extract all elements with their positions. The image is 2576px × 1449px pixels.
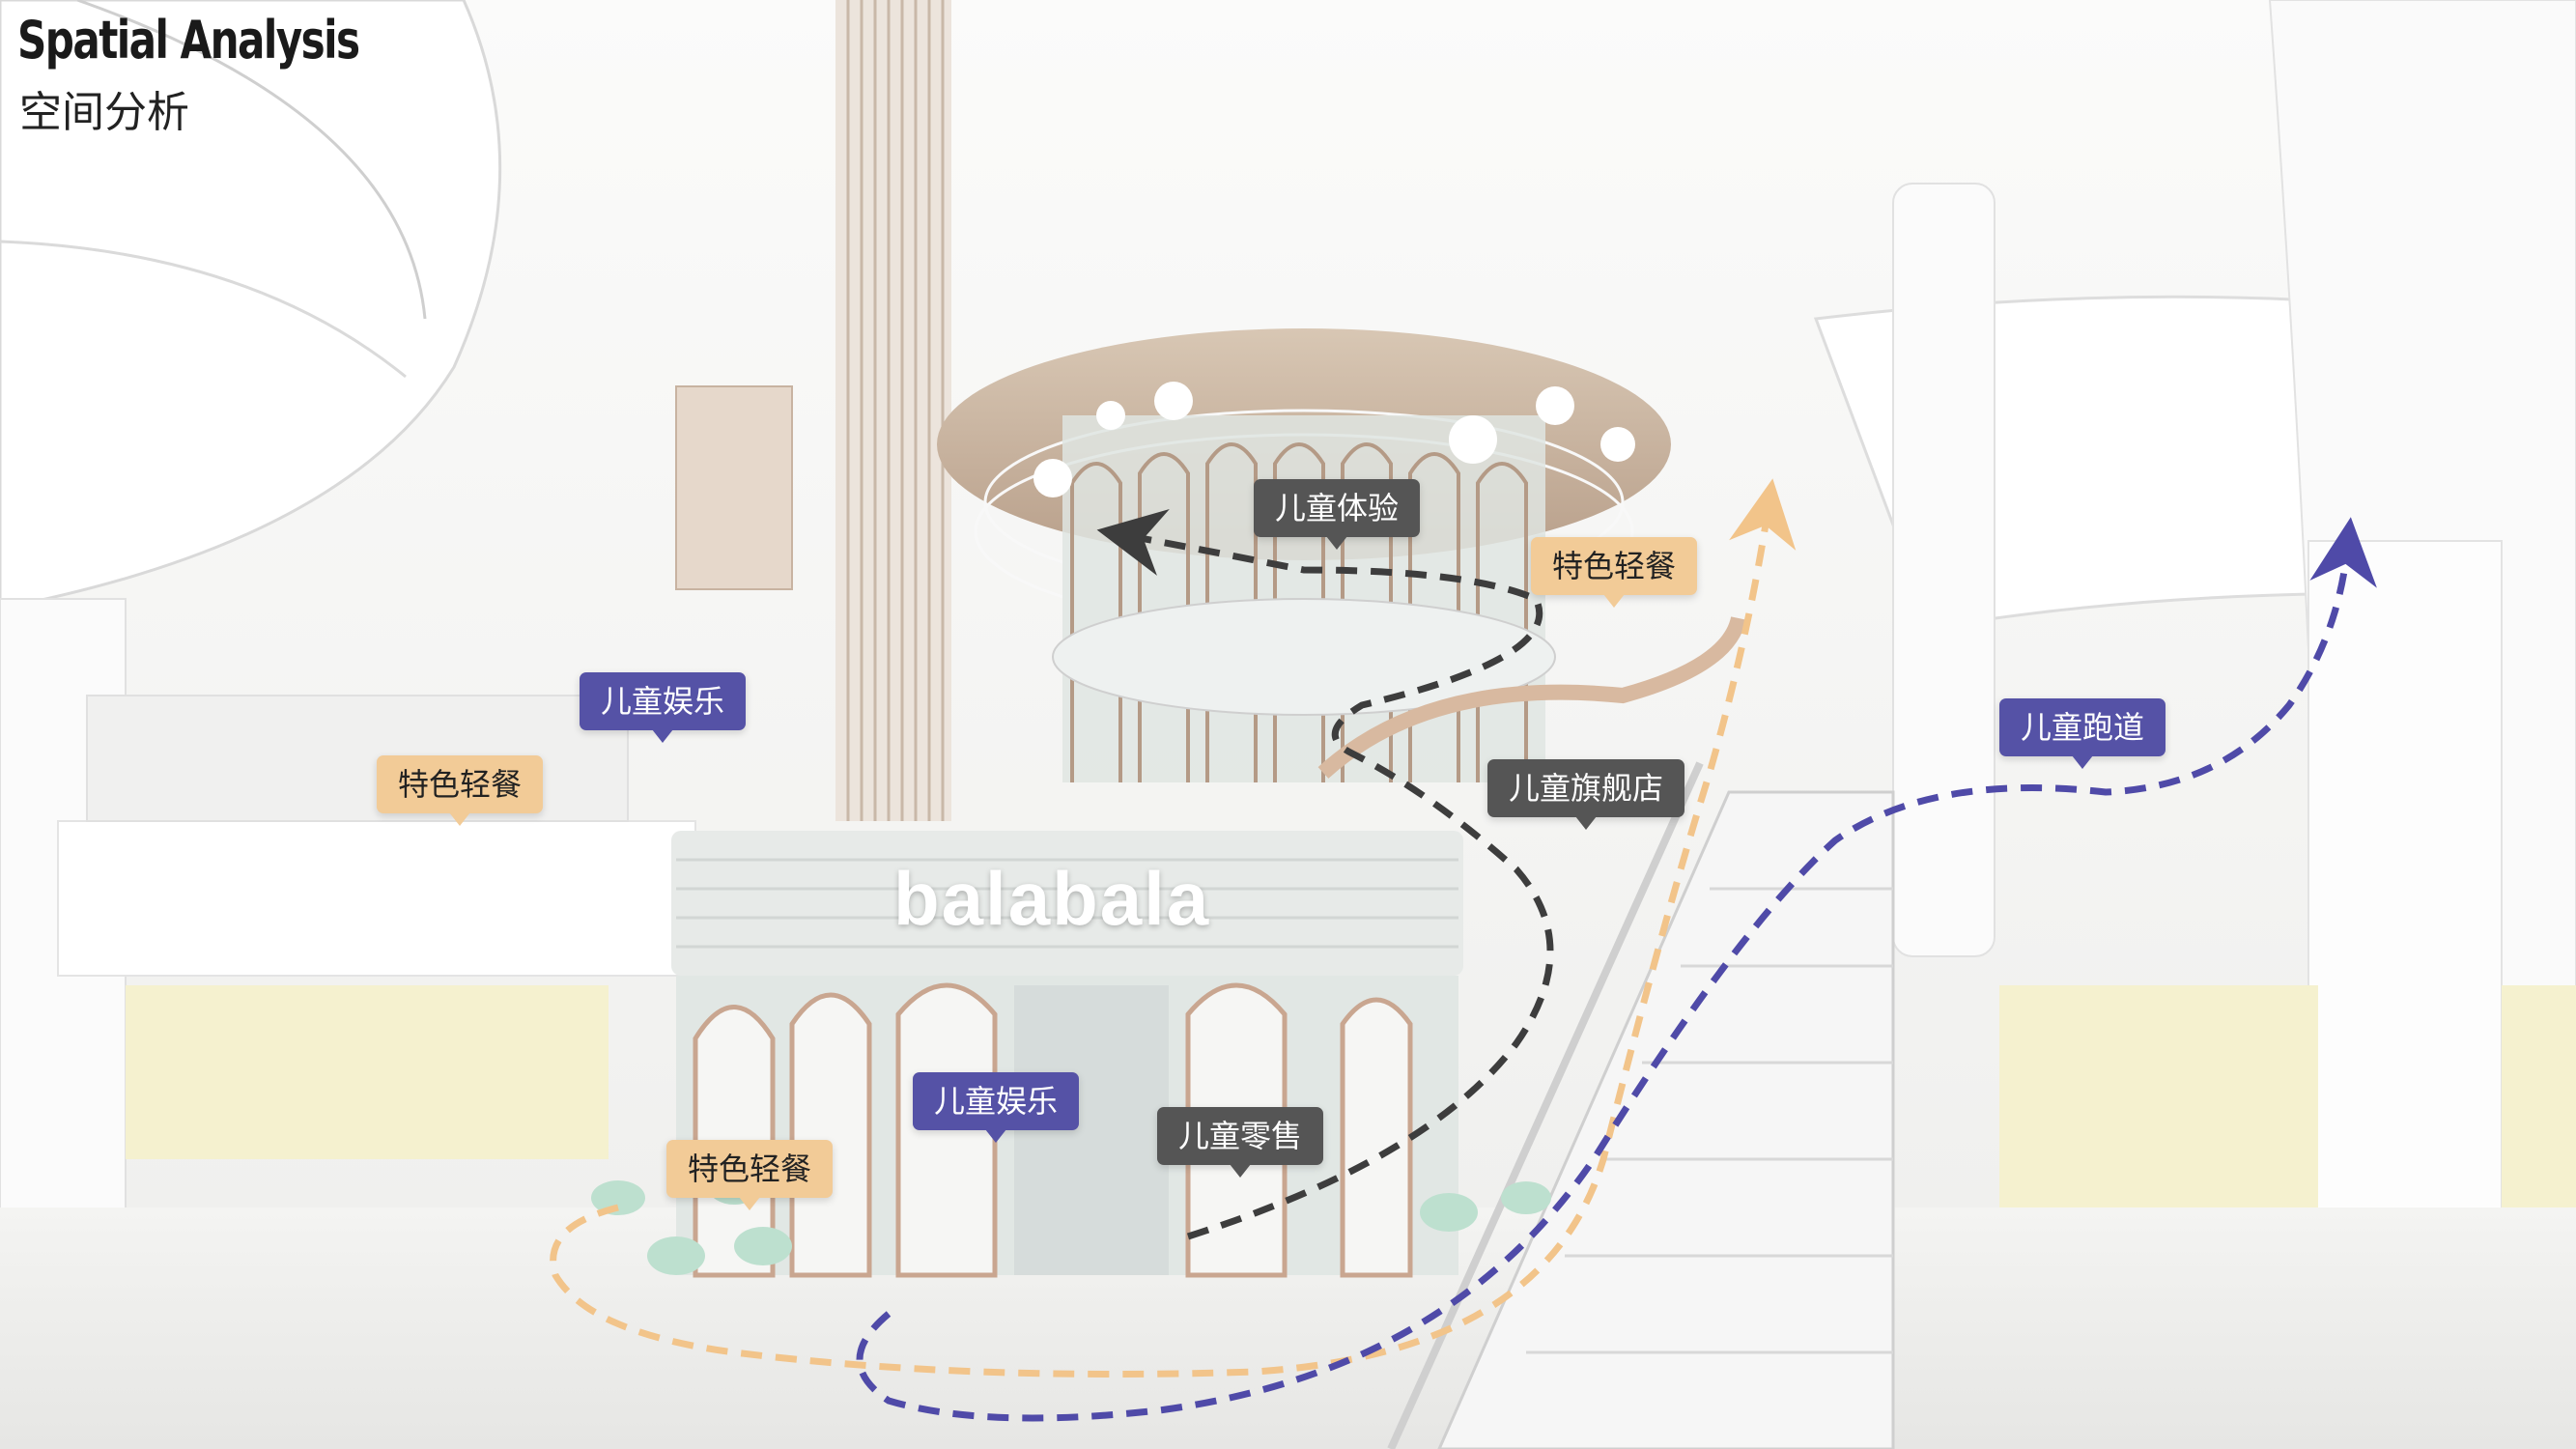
label-child-retail: 儿童零售 [1157, 1107, 1324, 1178]
striped-pillar [835, 0, 951, 821]
column-right [1892, 183, 1996, 957]
store-sign: balabala [893, 856, 1211, 941]
dome-pavilion [937, 328, 1671, 782]
yellow-wall-left [126, 985, 609, 1159]
floor [0, 1208, 2576, 1449]
striped-tower-left [675, 385, 793, 590]
ceiling-ribbon-left-line-2 [0, 240, 407, 379]
glass-rail-left [86, 695, 629, 822]
ceiling-ribbon-left-line [76, 0, 427, 320]
label-snack-bottom: 特色轻餐 [666, 1140, 834, 1210]
spiral-stair [1317, 615, 1746, 779]
route-dark [1096, 509, 1554, 1240]
mezzanine-left [57, 820, 696, 977]
store-drum [671, 831, 1463, 1278]
label-running-track: 儿童跑道 [1999, 698, 2166, 769]
label-flagship: 儿童旗舰店 [1487, 759, 1685, 830]
page-title-en: Spatial Analysis [17, 10, 360, 71]
label-child-experience: 儿童体验 [1254, 479, 1421, 550]
label-snack-upper: 特色轻餐 [1531, 537, 1698, 608]
ceiling-ribbon-left [0, 0, 502, 611]
label-child-play-center: 儿童娱乐 [913, 1072, 1080, 1143]
yellow-wall-far-right [2502, 985, 2576, 1217]
page-title-zh: 空间分析 [19, 88, 189, 137]
route-purple [856, 517, 2377, 1422]
yellow-wall-right [1999, 985, 2318, 1227]
label-snack-left: 特色轻餐 [377, 755, 544, 826]
label-child-play-left: 儿童娱乐 [580, 672, 747, 743]
